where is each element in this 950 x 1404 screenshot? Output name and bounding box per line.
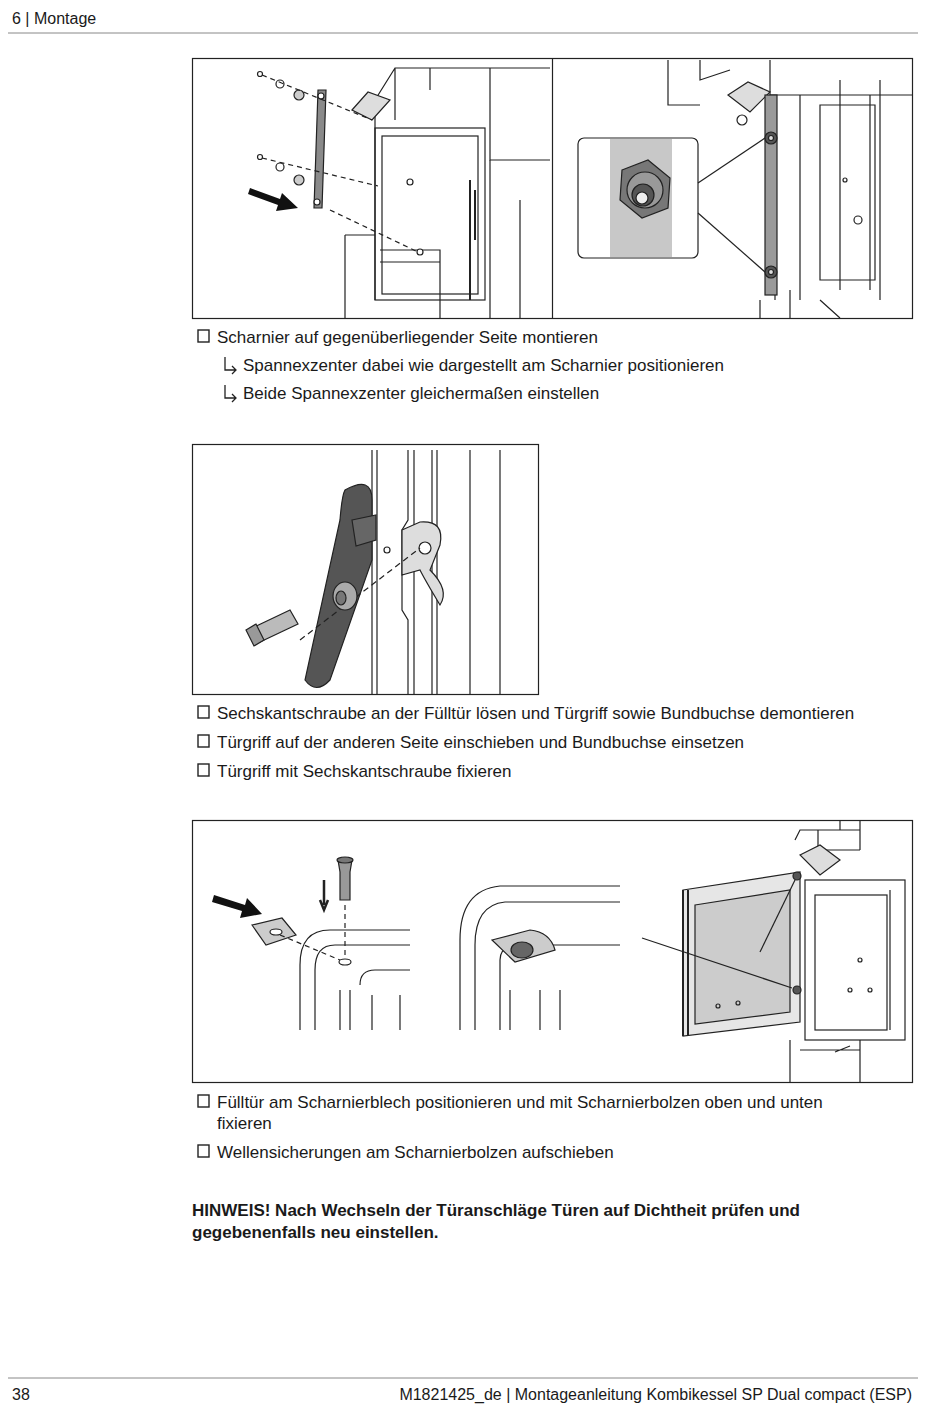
figure-door-mount xyxy=(193,820,913,1083)
checkbox-symbols xyxy=(198,330,209,1157)
notice-text: HINWEIS! Nach Wechseln der Türanschläge … xyxy=(192,1200,852,1244)
page-number: 38 xyxy=(12,1384,72,1404)
step-text: Fülltür am Scharnierblech positionieren … xyxy=(217,1092,877,1134)
figure-door-handle xyxy=(193,445,539,695)
sub-step-text: Spannexzenter dabei wie dargestellt am S… xyxy=(243,355,903,376)
step-text: Scharnier auf gegenüberliegender Seite m… xyxy=(217,327,897,348)
sub-step-arrows xyxy=(225,357,236,402)
section-header: 6 | Montage xyxy=(12,8,312,29)
document-footer: M1821425_de | Montageanleitung Kombikess… xyxy=(380,1384,912,1404)
sub-step-text: Beide Spannexzenter gleichermaßen einste… xyxy=(243,383,903,404)
figure-hinge xyxy=(193,58,913,319)
step-text: Sechskantschraube an der Fülltür lösen u… xyxy=(217,703,917,724)
step-text: Türgriff mit Sechskantschraube fixieren xyxy=(217,761,897,782)
step-text: Wellensicherungen am Scharnierbolzen auf… xyxy=(217,1142,897,1163)
step-text: Türgriff auf der anderen Seite einschieb… xyxy=(217,732,897,753)
